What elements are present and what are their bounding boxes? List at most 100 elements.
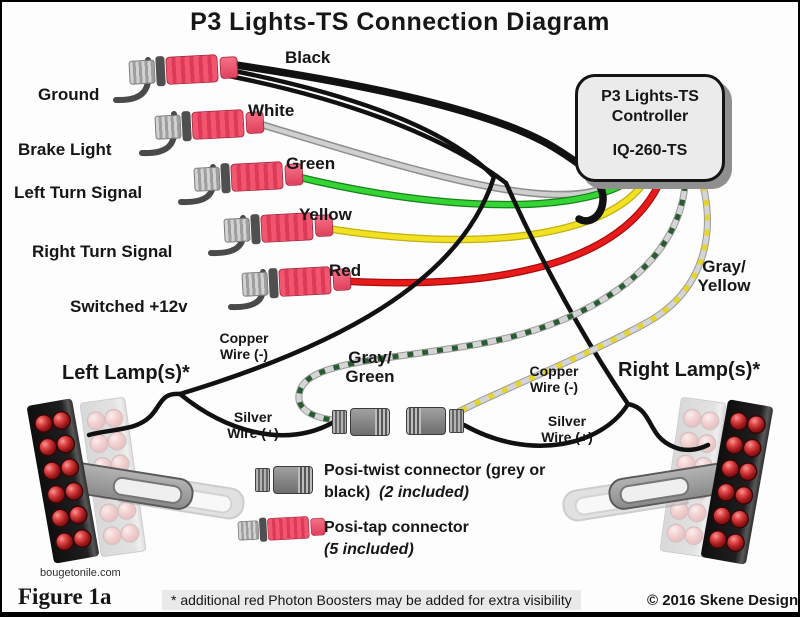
- legend-tap-qty: (5 included): [324, 541, 414, 558]
- led: [716, 482, 736, 502]
- twist-body-icon: [406, 407, 446, 435]
- legend-tap-line1: Posi-tap connector: [324, 519, 469, 536]
- led: [683, 409, 702, 428]
- led: [708, 530, 727, 549]
- wire-green-outline: [293, 172, 626, 209]
- label-wire-red: Red: [329, 261, 362, 280]
- led: [68, 505, 88, 525]
- led: [747, 415, 766, 434]
- copper-line2: Wire (-): [219, 346, 269, 362]
- wire-red: [341, 182, 662, 286]
- wire-red-outline: [341, 182, 663, 287]
- label-ground: Ground: [38, 85, 100, 104]
- label-right-lamp: Right Lamp(s)*: [618, 359, 761, 381]
- led: [734, 486, 754, 505]
- led: [90, 434, 109, 453]
- led: [700, 411, 720, 430]
- led: [684, 526, 703, 545]
- led: [712, 506, 732, 526]
- copper-line1: Copper: [529, 363, 579, 379]
- posi-tap-body-icon: [191, 109, 245, 140]
- led: [726, 533, 745, 552]
- label-wire-yellow: Yellow: [299, 205, 352, 224]
- wire-clip-icon: [250, 213, 261, 245]
- silver-line2: Wire (+): [541, 429, 593, 445]
- twist-body-icon: [273, 466, 313, 494]
- controller-box: P3 Lights-TS Controller IQ-260-TS: [575, 74, 725, 182]
- led: [720, 459, 740, 478]
- copper-line2: Wire (-): [529, 379, 579, 395]
- led: [60, 458, 80, 477]
- label-copper-right: Copper Wire (-): [516, 363, 592, 395]
- wire-clip-icon: [220, 162, 231, 194]
- label-silver-left: Silver Wire (+): [215, 409, 291, 441]
- led: [697, 434, 716, 453]
- label-gray-green-line2: Green: [345, 367, 395, 386]
- label-gray-yellow-line2: Yellow: [697, 276, 751, 295]
- copyright: © 2016 Skene Design: [647, 592, 799, 609]
- led: [729, 412, 748, 431]
- wire-black-ground: [225, 60, 607, 225]
- spade-terminal-icon: [237, 520, 260, 541]
- wire-yellow: [323, 182, 646, 243]
- led: [46, 485, 66, 504]
- legend-twist-line1: Posi-twist connector (grey or: [324, 462, 546, 479]
- led: [104, 409, 123, 428]
- label-wire-white: White: [248, 101, 295, 120]
- wire-clip-icon: [155, 55, 166, 87]
- posi-tap-body-icon: [266, 516, 310, 541]
- twist-cap-icon: [332, 410, 347, 434]
- spade-terminal-icon: [223, 217, 251, 243]
- label-right-turn: Right Turn Signal: [32, 242, 173, 261]
- label-copper-left: Copper Wire (-): [206, 330, 282, 362]
- silver-line2: Wire (+): [227, 425, 279, 441]
- led: [51, 508, 70, 528]
- silver-line1: Silver: [233, 409, 273, 425]
- led: [99, 503, 118, 522]
- legend-twist-line2: black) (2 included): [324, 484, 469, 502]
- posi-twist-right: [406, 407, 464, 435]
- spade-terminal-icon: [128, 59, 156, 85]
- watermark: bougetonile.com: [40, 567, 121, 579]
- page-title: P3 Lights-TS Connection Diagram: [190, 8, 610, 36]
- legend-posi-tap-icon: [237, 514, 326, 543]
- footnote: * additional red Photon Boosters may be …: [162, 590, 581, 610]
- led: [108, 432, 127, 451]
- posi-tap-body-icon: [165, 54, 219, 85]
- label-gray-green-line1: Gray/: [348, 348, 392, 367]
- led: [34, 414, 53, 433]
- led: [679, 432, 698, 451]
- posi-tap-body-icon: [278, 266, 332, 297]
- label-wire-black: Black: [285, 48, 331, 67]
- twist-body-icon: [350, 408, 390, 436]
- wire-clip-icon: [181, 110, 192, 142]
- led: [738, 462, 758, 482]
- led: [730, 509, 749, 529]
- led: [55, 532, 74, 551]
- label-switched: Switched +12v: [70, 297, 188, 316]
- led: [120, 523, 139, 543]
- controller-name-line2: Controller: [611, 108, 689, 125]
- label-wire-green: Green: [286, 154, 336, 173]
- bracket-slot: [618, 475, 691, 506]
- led: [688, 503, 707, 522]
- label-silver-right: Silver Wire (+): [529, 413, 605, 445]
- spade-terminal-icon: [193, 166, 221, 192]
- label-left-lamp: Left Lamp(s)*: [62, 362, 190, 384]
- legend-twist-line2-text: black): [324, 484, 371, 501]
- posi-tap-body-icon: [230, 161, 284, 192]
- label-gray-yellow-line1: Gray/: [702, 257, 746, 276]
- label-left-turn: Left Turn Signal: [14, 183, 143, 202]
- legend-twist-qty: (2 included): [379, 484, 469, 501]
- wire-clip-icon: [258, 517, 268, 542]
- led: [38, 437, 58, 457]
- posi-tap-cap-icon: [219, 56, 239, 80]
- led: [42, 461, 62, 481]
- posi-tap-ground: [128, 52, 239, 88]
- led: [64, 481, 84, 501]
- led: [742, 438, 762, 458]
- silver-line1: Silver: [547, 413, 587, 429]
- led: [725, 435, 744, 455]
- wire-yellow-outline: [323, 181, 647, 244]
